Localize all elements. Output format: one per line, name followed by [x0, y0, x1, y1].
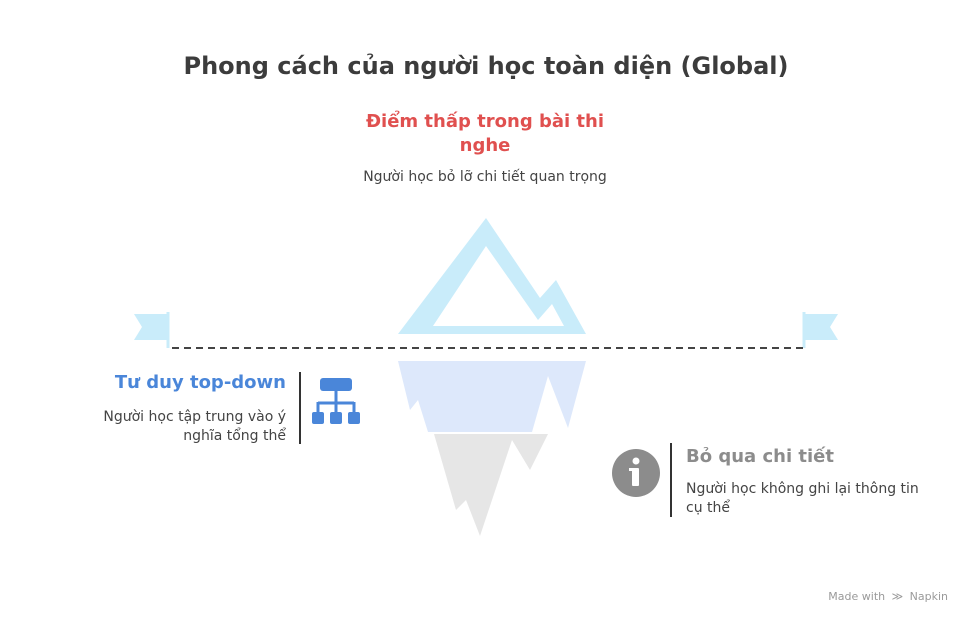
made-with-credit[interactable]: Made with ≫ Napkin [828, 590, 948, 603]
info-icon [612, 449, 660, 497]
iceberg-tip [398, 218, 586, 334]
iceberg-middle [398, 361, 586, 432]
right-divider [670, 443, 672, 517]
credit-prefix: Made with [828, 590, 886, 603]
credit-brand: Napkin [909, 590, 948, 603]
right-description: Người học không ghi lại thông tin cụ thể [686, 481, 919, 516]
iceberg-bottom [434, 434, 548, 536]
left-divider [299, 372, 301, 444]
left-flag [134, 314, 168, 340]
tip-description: Người học bỏ lỡ chi tiết quan trọng [363, 169, 607, 185]
left-description: Người học tập trung vào ý nghĩa tổng thể [103, 409, 286, 444]
left-heading: Tư duy top-down [114, 372, 286, 393]
diagram-title: Phong cách của người học toàn diện (Glob… [183, 52, 789, 80]
right-flag [804, 314, 838, 340]
hierarchy-icon [312, 378, 360, 424]
napkin-logo-icon: ≫ [891, 590, 904, 603]
right-heading: Bỏ qua chi tiết [686, 446, 834, 467]
tip-heading: Điểm thấp trong bài thi nghe [365, 111, 605, 156]
